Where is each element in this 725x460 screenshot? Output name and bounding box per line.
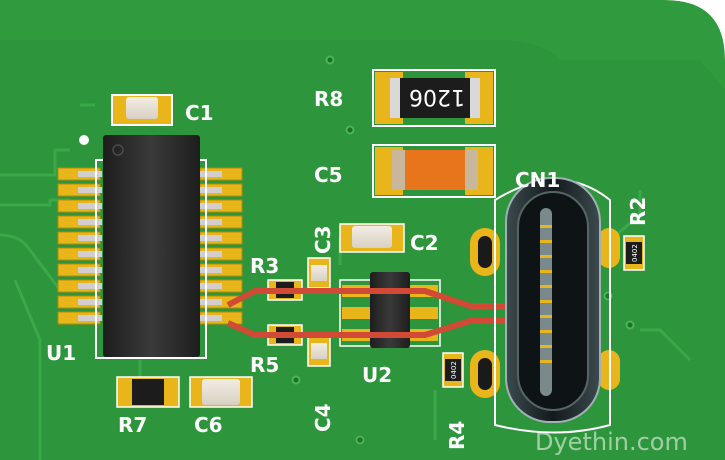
c2-capacitor — [339, 223, 405, 253]
u1-ic-body — [103, 135, 200, 357]
label-c5: C5 — [314, 163, 343, 187]
label-c3: C3 — [311, 225, 335, 254]
c5-capacitor — [372, 144, 496, 198]
r7-resistor — [116, 376, 180, 408]
label-u2: U2 — [362, 363, 392, 387]
label-u1: U1 — [46, 341, 76, 365]
label-r8: R8 — [314, 87, 343, 111]
vias — [291, 55, 635, 445]
label-r2: R2 — [626, 197, 650, 226]
r2-resistor — [623, 235, 645, 271]
label-c4: C4 — [311, 403, 335, 432]
u1-pads-left — [57, 167, 102, 325]
usb-diff-pair — [226, 288, 545, 338]
label-c6: C6 — [194, 413, 223, 437]
c1-capacitor — [111, 94, 173, 126]
label-r5: R5 — [250, 353, 279, 377]
label-r3: R3 — [250, 254, 279, 278]
r8-resistor — [372, 69, 496, 127]
u1-pads-right — [198, 167, 243, 325]
label-c2: C2 — [410, 231, 439, 255]
r8-value-marking: 1206 — [409, 84, 465, 109]
c3-capacitor — [307, 257, 331, 289]
label-r7: R7 — [118, 413, 147, 437]
c4-capacitor — [307, 335, 331, 367]
label-cn1: CN1 — [515, 168, 560, 192]
u1-pin1-marker — [79, 135, 89, 145]
label-r4: R4 — [445, 421, 469, 450]
watermark-text: Dyethin.com — [535, 428, 688, 456]
label-c1: C1 — [185, 101, 214, 125]
r4-resistor — [442, 352, 464, 388]
r4-value-marking: 0402 — [450, 361, 458, 379]
r2-value-marking: 0402 — [631, 244, 639, 262]
cn1-usb-c-connector — [470, 177, 620, 434]
c6-capacitor — [189, 376, 253, 408]
